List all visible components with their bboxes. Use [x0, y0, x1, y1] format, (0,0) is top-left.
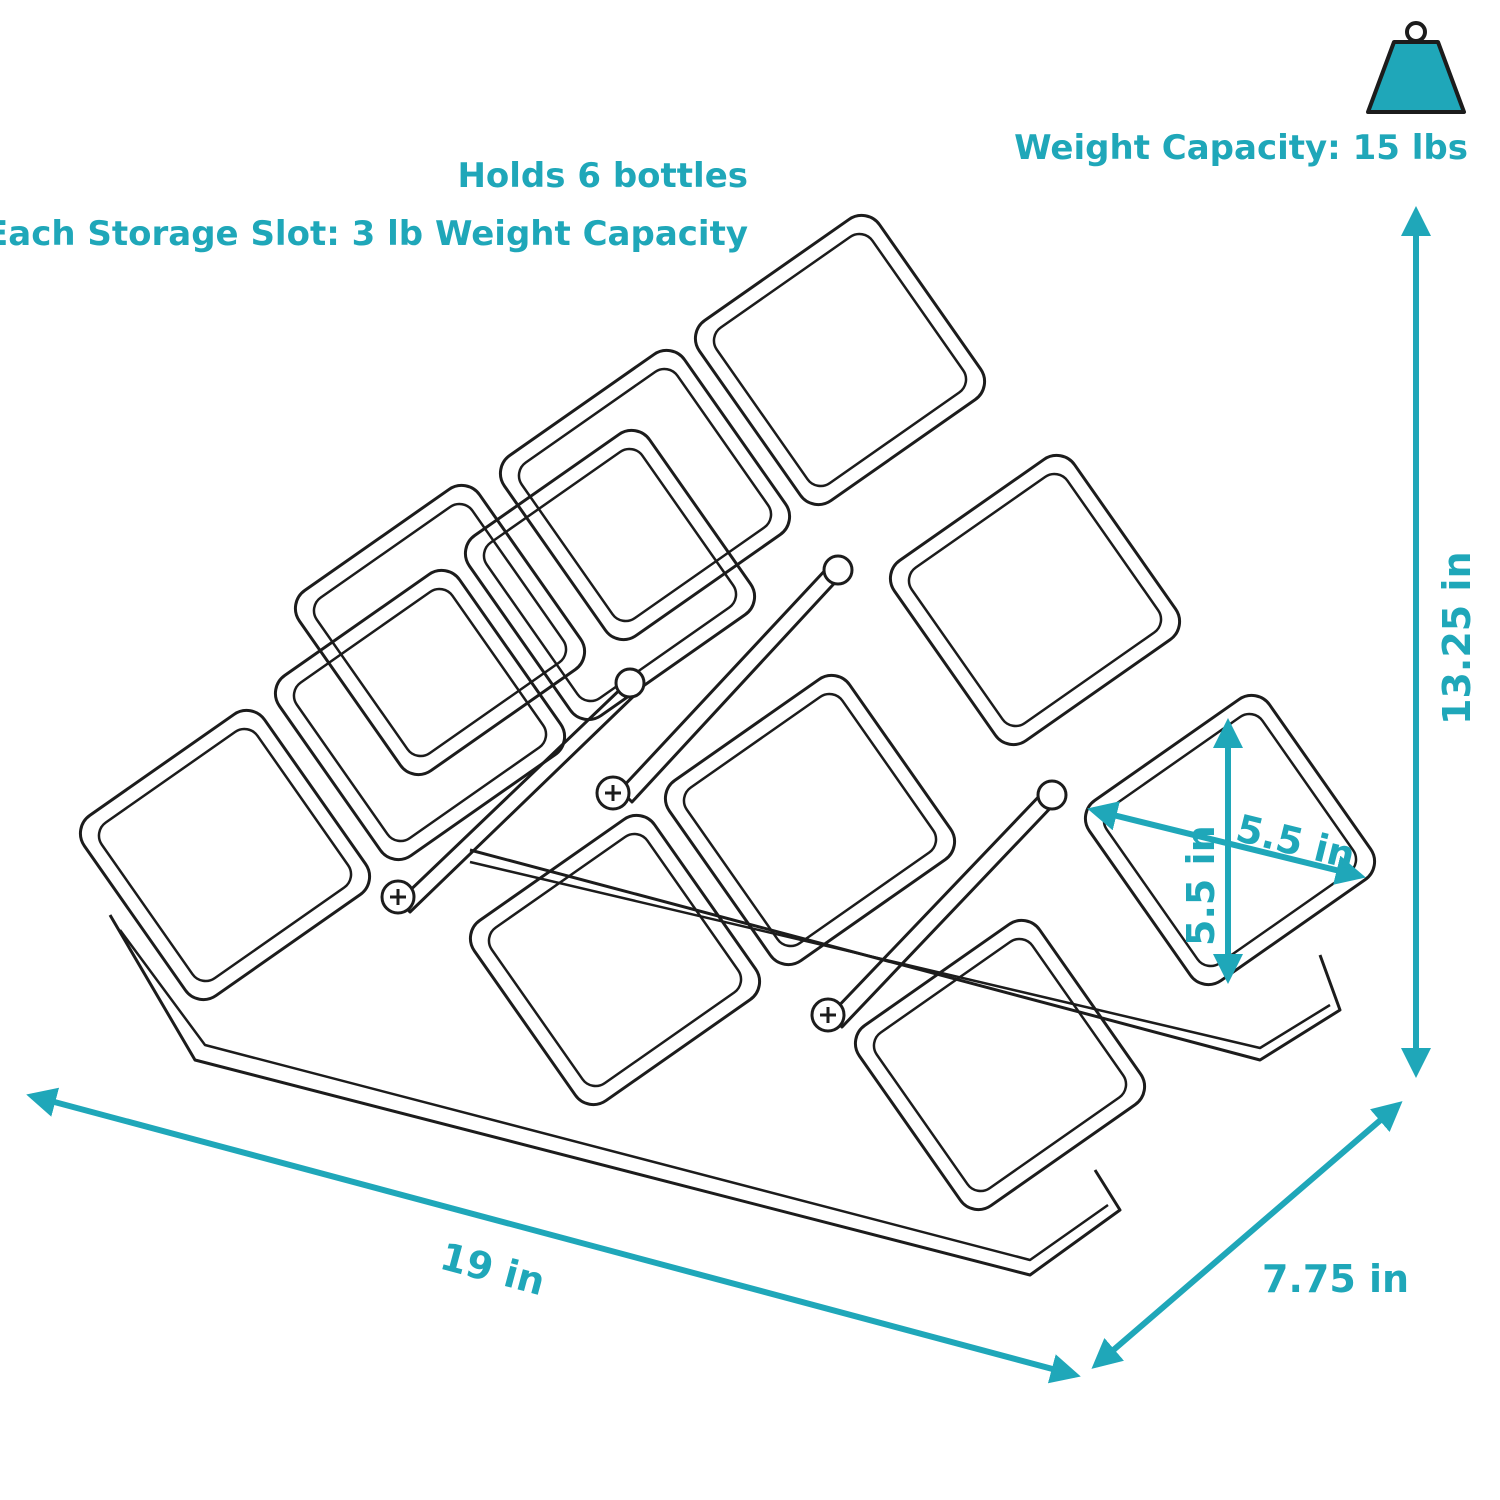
depth-dimension-label: 7.75 in	[1262, 1257, 1409, 1301]
holds-bottles-label: Holds 6 bottles	[457, 156, 748, 196]
slot-width-label: 5.5 in	[1232, 806, 1360, 878]
slot-height-label: 5.5 in	[1179, 825, 1223, 946]
height-dimension-label: 13.25 in	[1435, 551, 1479, 725]
width-dimension-label: 19 in	[436, 1234, 550, 1304]
weight-capacity-label: Weight Capacity: 15 lbs	[1014, 128, 1468, 168]
slot-frames	[78, 213, 1377, 1212]
dimension-lines	[26, 206, 1431, 1384]
wine-rack-drawing	[78, 213, 1377, 1277]
slot-capacity-label: Each Storage Slot: 3 lb Weight Capacity	[0, 214, 748, 254]
screw-icon	[380, 554, 1068, 1033]
weight-icon	[1366, 21, 1466, 114]
